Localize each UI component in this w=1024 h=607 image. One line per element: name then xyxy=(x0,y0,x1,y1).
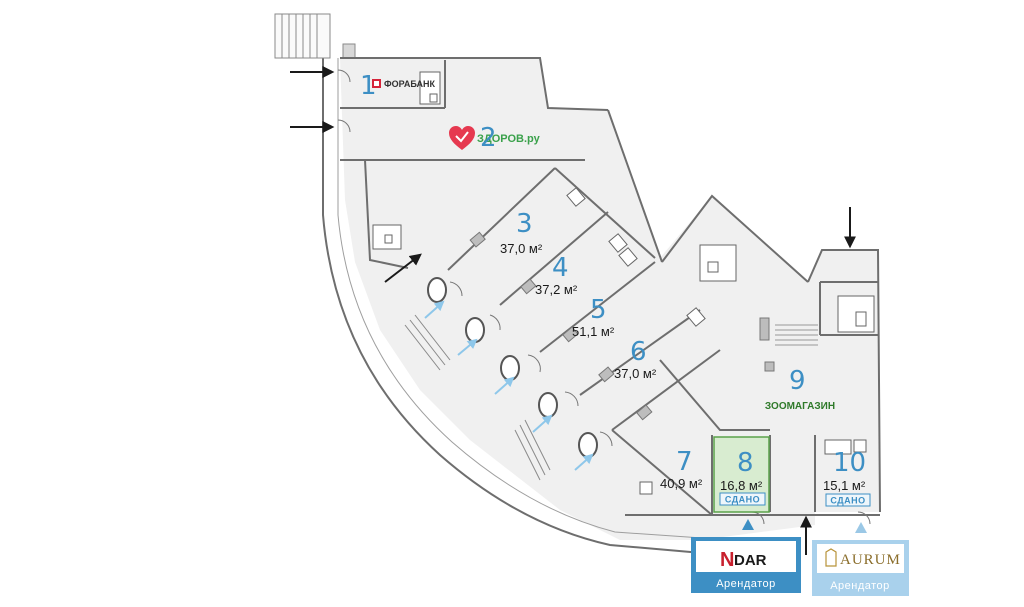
dar-logo: DAR xyxy=(734,552,767,569)
forabank-logo: ФОРАБАНК xyxy=(372,79,436,89)
aurum-logo: AURUM xyxy=(840,552,901,568)
room-4-area: 37,2 м² xyxy=(535,282,578,297)
room-5-number: 5 xyxy=(590,295,607,325)
flow-arrows xyxy=(424,300,594,471)
room-8-number: 8 xyxy=(737,448,754,478)
dar-role: Арендатор xyxy=(716,578,776,590)
room-3-area: 37,0 м² xyxy=(500,241,543,256)
tenant-badge-dar[interactable]: N DAR Арендатор xyxy=(691,537,801,593)
room-10-leased-badge: СДАНО xyxy=(825,493,871,507)
room-6-number: 6 xyxy=(630,337,647,367)
zdorov-logo: ЗДОРОВ.ру xyxy=(449,126,541,150)
room-3-number: 3 xyxy=(516,209,533,239)
outer-wall-inner xyxy=(337,58,703,539)
room-8-leased-badge: СДАНО xyxy=(719,492,766,506)
round-columns xyxy=(427,277,598,458)
columns xyxy=(469,231,775,421)
room-7-area: 40,9 м² xyxy=(660,476,703,491)
room-6-area: 37,0 м² xyxy=(614,366,657,381)
aurum-emblem-icon xyxy=(825,548,837,567)
inner-stairs xyxy=(775,324,818,346)
aurum-pointer-icon xyxy=(855,522,867,533)
room-4-number: 4 xyxy=(552,253,569,283)
room-2-number: 2 xyxy=(480,123,497,153)
room-7-number: 7 xyxy=(676,447,693,477)
room-10-area: 15,1 м² xyxy=(823,478,866,493)
aurum-role: Арендатор xyxy=(830,580,890,592)
entry-arrows xyxy=(290,66,856,555)
heart-check-icon xyxy=(449,126,475,150)
svg-text:СДАНО: СДАНО xyxy=(830,496,865,506)
zdorov-label: ЗДОРОВ.ру xyxy=(477,133,541,145)
outer-wall xyxy=(322,42,703,554)
room-10-number: 10 xyxy=(833,448,866,478)
interior-walls xyxy=(340,57,881,516)
entry-steps xyxy=(404,314,551,481)
room-5-area: 51,1 м² xyxy=(572,324,615,339)
floor-area xyxy=(340,58,880,540)
room-1-number: 1 xyxy=(360,71,377,101)
room-8-area: 16,8 м² xyxy=(720,478,763,493)
svg-text:СДАНО: СДАНО xyxy=(725,495,760,505)
tenant-badge-aurum[interactable]: AURUM Арендатор xyxy=(812,540,909,596)
stair-tower xyxy=(274,13,356,59)
room-9-number: 9 xyxy=(789,366,806,396)
bathroom-fixtures xyxy=(372,71,875,495)
zoomagazin-label: ЗООМАГАЗИН xyxy=(765,401,835,412)
forabank-label: ФОРАБАНК xyxy=(384,79,436,89)
dar-logo-mark: N xyxy=(720,549,734,571)
dar-pointer-icon xyxy=(742,519,754,530)
